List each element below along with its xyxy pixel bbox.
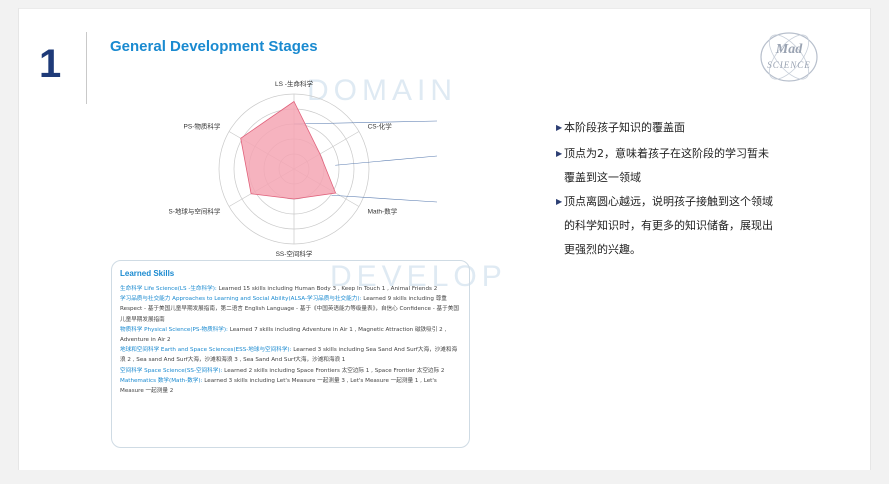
skill-entry: 学习品质与社交能力 Approaches to Learning and Soc… xyxy=(120,294,461,325)
skill-domain: 地球和空间科学 Earth and Space Sciences(ESS-地球与… xyxy=(120,347,292,354)
radar-axis-labels: LS -生命科学 CS-化学 Math-数学 SS-空间科学 ESS-地球与空间科学 PS… xyxy=(169,79,398,258)
skill-entry: 空间科学 Space Science(SS-空间科学): Learned 2 s… xyxy=(120,366,461,376)
skill-entry: Mathematics 数学(Math-数学): Learned 3 skill… xyxy=(120,376,461,396)
annotation-line: 的科学知识时，有更多的知识储备，展现出 xyxy=(564,219,773,232)
skill-entry: 物质科学 Physical Science(PS-物质科学): Learned … xyxy=(120,325,461,345)
skill-entry: 地球和空间科学 Earth and Space Sciences(ESS-地球与… xyxy=(120,345,461,365)
skill-details: Learned 3 skills including Let's Measure… xyxy=(120,377,437,395)
annotation-line: 覆盖到这一领域 xyxy=(564,171,641,184)
watermark-develop: DEVELOP xyxy=(330,260,507,293)
annotation-connector xyxy=(335,155,438,166)
skill-details: Learned 3 skills including Sea Sand And … xyxy=(120,347,458,364)
skill-domain: 学习品质与社交能力 Approaches to Learning and Soc… xyxy=(120,296,362,303)
annotation-line: 顶点离圆心越远，说明孩子接触到这个领域 xyxy=(564,195,773,208)
annotation-1: ▶ 本阶段孩子知识的覆盖面 xyxy=(556,116,814,140)
skill-domain: 物质科学 Physical Science(PS-物质科学): xyxy=(120,326,228,333)
annotation-line: 顶点为2，意味着孩子在这阶段的学习暂未 xyxy=(564,147,769,160)
annotation-2: ▶ 顶点为2，意味着孩子在这阶段的学习暂未 覆盖到这一领域 xyxy=(556,142,824,190)
card-top-border xyxy=(19,8,870,9)
radar-axis-label: LS -生命科学 xyxy=(275,79,313,88)
report-card: 1 General Development Stages Mad SCIENCE… xyxy=(18,8,871,470)
header-divider xyxy=(86,32,87,104)
annotation-line: 更强烈的兴趣。 xyxy=(564,243,641,256)
learned-skills-panel: Learned Skills 生命科学 Life Science(LS -生命科… xyxy=(111,260,470,448)
skill-domain: 生命科学 Life Science(LS -生命科学): xyxy=(120,286,217,292)
annotation-lines xyxy=(293,120,438,203)
radar-axis-label: CS-化学 xyxy=(368,122,393,131)
arrow-right-icon: ▶ xyxy=(556,197,563,206)
skill-domain: Mathematics 数学(Math-数学): xyxy=(120,377,203,384)
logo-text-mad: Mad xyxy=(775,42,803,57)
skill-domain: 空间科学 Space Science(SS-空间科学): xyxy=(120,367,223,374)
arrow-right-icon: ▶ xyxy=(556,123,563,132)
radar-axis-label: SS-空间科学 xyxy=(276,249,313,258)
radar-value-polygon xyxy=(240,100,337,200)
logo-emblem-icon xyxy=(760,32,818,82)
logo-text-science: SCIENCE xyxy=(767,60,811,70)
radar-axis-label: ESS-地球与空间科学 xyxy=(169,207,221,216)
skill-details: Learned 7 skills including Adventure in … xyxy=(120,326,447,344)
watermark-domain: DOMAIN xyxy=(307,74,457,107)
annotation-connector xyxy=(331,194,438,203)
page-title: General Development Stages xyxy=(110,38,318,55)
skill-details: Learned 9 skills including 尊重 Respect - … xyxy=(120,296,459,323)
stage-number: 1 xyxy=(39,42,62,86)
skill-entry: 生命科学 Life Science(LS -生命科学): Learned 15 … xyxy=(120,284,461,294)
radar-chart: LS -生命科学 CS-化学 Math-数学 SS-空间科学 ESS-地球与空间科学 PS… xyxy=(169,79,438,258)
radar-axis-label: PS-物质科学 xyxy=(184,122,221,131)
mad-science-logo: Mad SCIENCE xyxy=(757,28,821,86)
annotation-connector xyxy=(293,120,438,125)
annotation-3: ▶ 顶点离圆心越远，说明孩子接触到这个领域 的科学知识时，有更多的知识储备，展现… xyxy=(556,190,824,262)
annotation-line: 本阶段孩子知识的覆盖面 xyxy=(564,121,685,134)
skill-details: Learned 15 skills including Human Body 3… xyxy=(216,286,438,292)
skill-details: Learned 2 skills including Space Frontie… xyxy=(222,367,445,374)
arrow-right-icon: ▶ xyxy=(556,149,563,158)
radar-axis-label: Math-数学 xyxy=(368,207,398,216)
skills-title: Learned Skills xyxy=(120,269,175,278)
